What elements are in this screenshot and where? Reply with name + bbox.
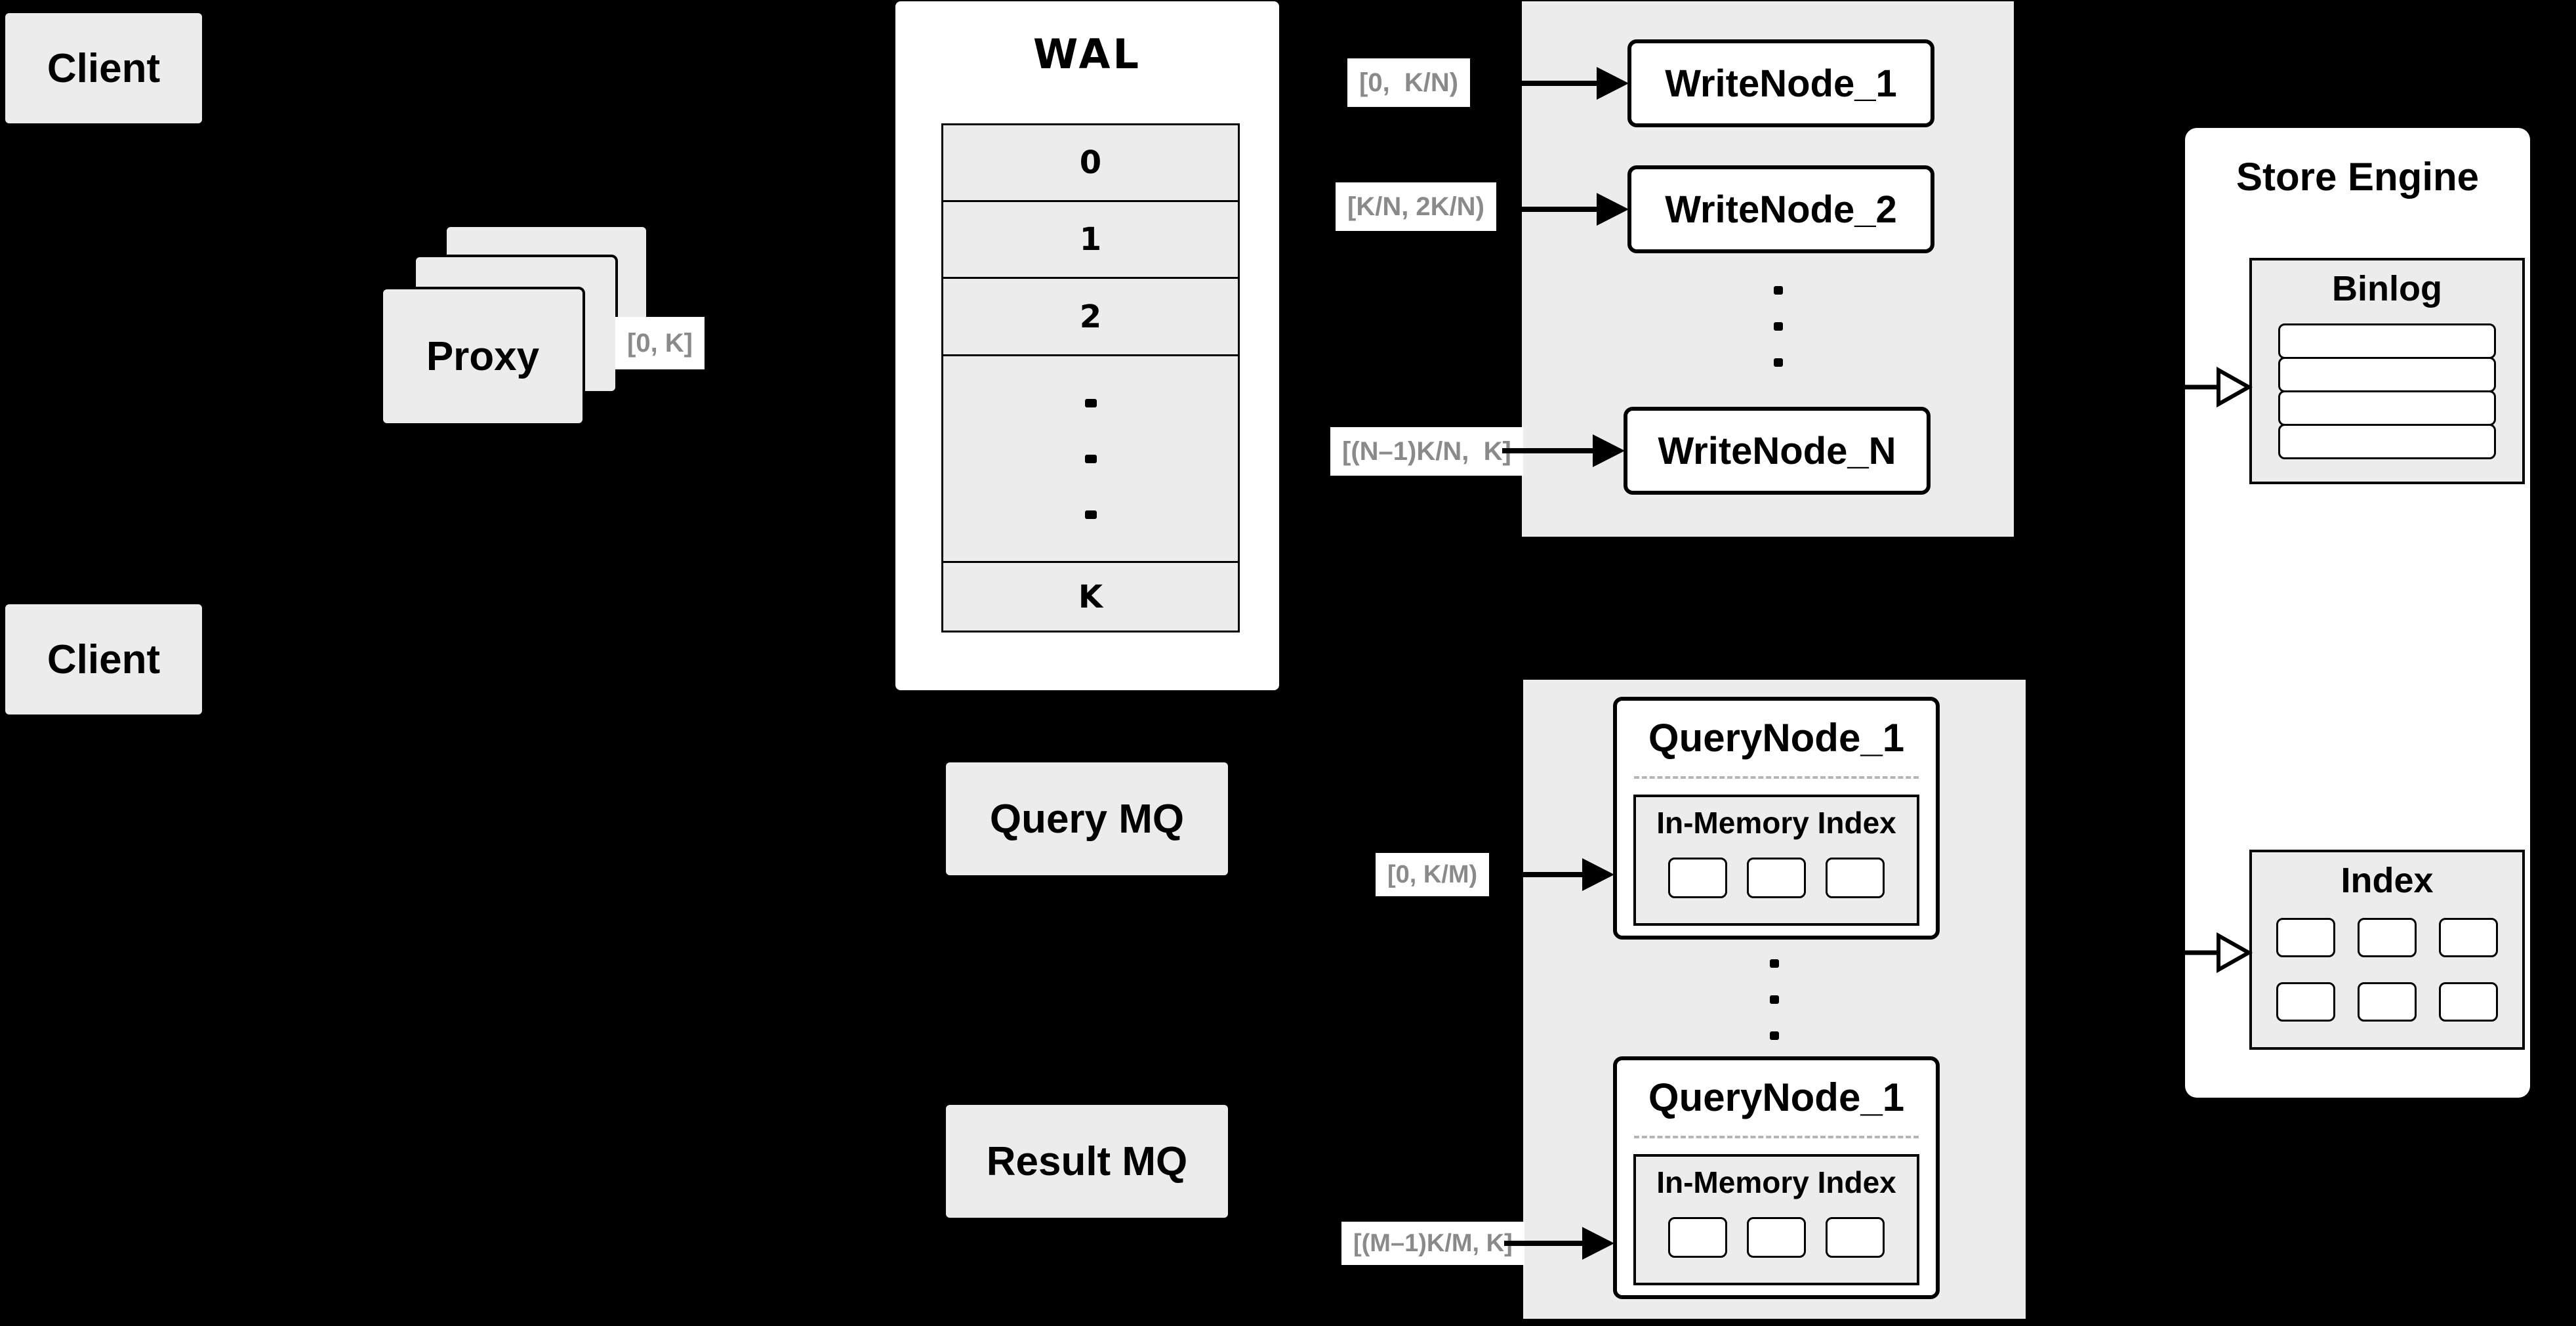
wal-row-2: 2 bbox=[943, 277, 1238, 354]
result-mq-label: Result MQ bbox=[986, 1138, 1188, 1184]
binlog-slab bbox=[2278, 390, 2496, 426]
binlog-slab bbox=[2278, 357, 2496, 392]
binlog-slab-stack bbox=[2252, 323, 2522, 459]
segment-cell bbox=[1747, 1217, 1806, 1258]
query-mq-label: Query MQ bbox=[989, 796, 1185, 842]
range-label-query-1: [0, K/M) bbox=[1376, 853, 1490, 896]
index-cell-row bbox=[2276, 982, 2498, 1022]
binlog-title: Binlog bbox=[2332, 269, 2442, 308]
vertical-ellipsis-icon bbox=[1084, 398, 1097, 519]
wal-panel: WAL 0 1 2 K bbox=[895, 1, 1279, 690]
store-engine-title: Store Engine bbox=[2236, 155, 2480, 199]
proxy-card-front: Proxy bbox=[380, 287, 585, 426]
query-mq-box: Query MQ bbox=[946, 762, 1228, 875]
ellipsis-dot bbox=[1770, 959, 1779, 968]
segment-cell bbox=[1668, 1217, 1727, 1258]
segment-cell bbox=[1826, 1217, 1885, 1258]
write-node-1: WriteNode_1 bbox=[1627, 39, 1934, 127]
segment-cell bbox=[1826, 858, 1885, 898]
vertical-ellipsis-icon bbox=[1774, 286, 1783, 367]
wal-table: 0 1 2 K bbox=[941, 123, 1240, 632]
proxy-label: Proxy bbox=[426, 333, 540, 379]
query-node-2-title: QueryNode_1 bbox=[1648, 1075, 1905, 1119]
wal-row-0: 0 bbox=[943, 125, 1238, 200]
range-label-write-n: [(N–1)K/N, K] bbox=[1330, 427, 1523, 476]
binlog-box: Binlog bbox=[2249, 258, 2525, 484]
range-label-query-2: [(M–1)K/M, K] bbox=[1341, 1222, 1524, 1265]
index-cell bbox=[2358, 982, 2417, 1022]
index-cell-grid bbox=[2252, 918, 2522, 1022]
index-title: Index bbox=[2341, 861, 2434, 900]
client-top-label: Client bbox=[47, 45, 161, 91]
index-cell bbox=[2439, 982, 2498, 1022]
segment-cell-row bbox=[1636, 858, 1917, 898]
wal-row-ellipsis bbox=[943, 354, 1238, 561]
ellipsis-dot bbox=[1084, 510, 1097, 519]
ellipsis-dot bbox=[1774, 358, 1783, 367]
ellipsis-dot bbox=[1770, 995, 1779, 1004]
write-node-1-label: WriteNode_1 bbox=[1665, 62, 1897, 105]
ellipsis-dot bbox=[1084, 454, 1097, 463]
ellipsis-dot bbox=[1774, 322, 1783, 331]
ellipsis-dot bbox=[1084, 398, 1097, 407]
query-node-1: QueryNode_1 In-Memory Index bbox=[1613, 697, 1940, 940]
client-box-top: Client bbox=[5, 13, 202, 123]
range-label-write-1: [0, K/N) bbox=[1347, 58, 1471, 107]
dashed-divider bbox=[1634, 776, 1919, 779]
index-cell bbox=[2358, 918, 2417, 957]
ellipsis-dot bbox=[1770, 1031, 1779, 1040]
in-memory-index-box: In-Memory Index bbox=[1633, 1154, 1919, 1285]
write-node-2: WriteNode_2 bbox=[1627, 165, 1934, 253]
index-cell bbox=[2439, 918, 2498, 957]
store-engine-panel: Store Engine Binlog Index bbox=[2185, 128, 2530, 1098]
binlog-slab bbox=[2278, 424, 2496, 459]
in-memory-index-box: In-Memory Index bbox=[1633, 795, 1919, 926]
wal-title: WAL bbox=[1032, 30, 1142, 78]
client-bottom-label: Client bbox=[47, 636, 161, 682]
wal-row-k: K bbox=[943, 561, 1238, 631]
ellipsis-dot bbox=[1774, 286, 1783, 295]
index-cell-row bbox=[2276, 918, 2498, 957]
binlog-slab bbox=[2278, 323, 2496, 359]
in-memory-index-title: In-Memory Index bbox=[1656, 806, 1896, 840]
vertical-ellipsis-icon bbox=[1770, 959, 1779, 1040]
client-box-bottom: Client bbox=[5, 604, 202, 715]
write-node-2-label: WriteNode_2 bbox=[1665, 188, 1897, 231]
result-mq-box: Result MQ bbox=[946, 1105, 1228, 1218]
query-node-1-title: QueryNode_1 bbox=[1648, 716, 1905, 760]
range-label-proxy-wal: [0, K] bbox=[615, 317, 705, 369]
segment-cell bbox=[1747, 858, 1806, 898]
write-node-n-label: WriteNode_N bbox=[1658, 429, 1896, 472]
index-cell bbox=[2276, 982, 2335, 1022]
segment-cell bbox=[1668, 858, 1727, 898]
index-cell bbox=[2276, 918, 2335, 957]
range-label-write-2: [K/N, 2K/N) bbox=[1336, 182, 1496, 231]
index-box: Index bbox=[2249, 850, 2525, 1050]
write-node-n: WriteNode_N bbox=[1624, 407, 1931, 495]
in-memory-index-title: In-Memory Index bbox=[1656, 1165, 1896, 1199]
dashed-divider bbox=[1634, 1136, 1919, 1138]
segment-cell-row bbox=[1636, 1217, 1917, 1258]
query-node-2: QueryNode_1 In-Memory Index bbox=[1613, 1056, 1940, 1299]
wal-row-1: 1 bbox=[943, 200, 1238, 277]
